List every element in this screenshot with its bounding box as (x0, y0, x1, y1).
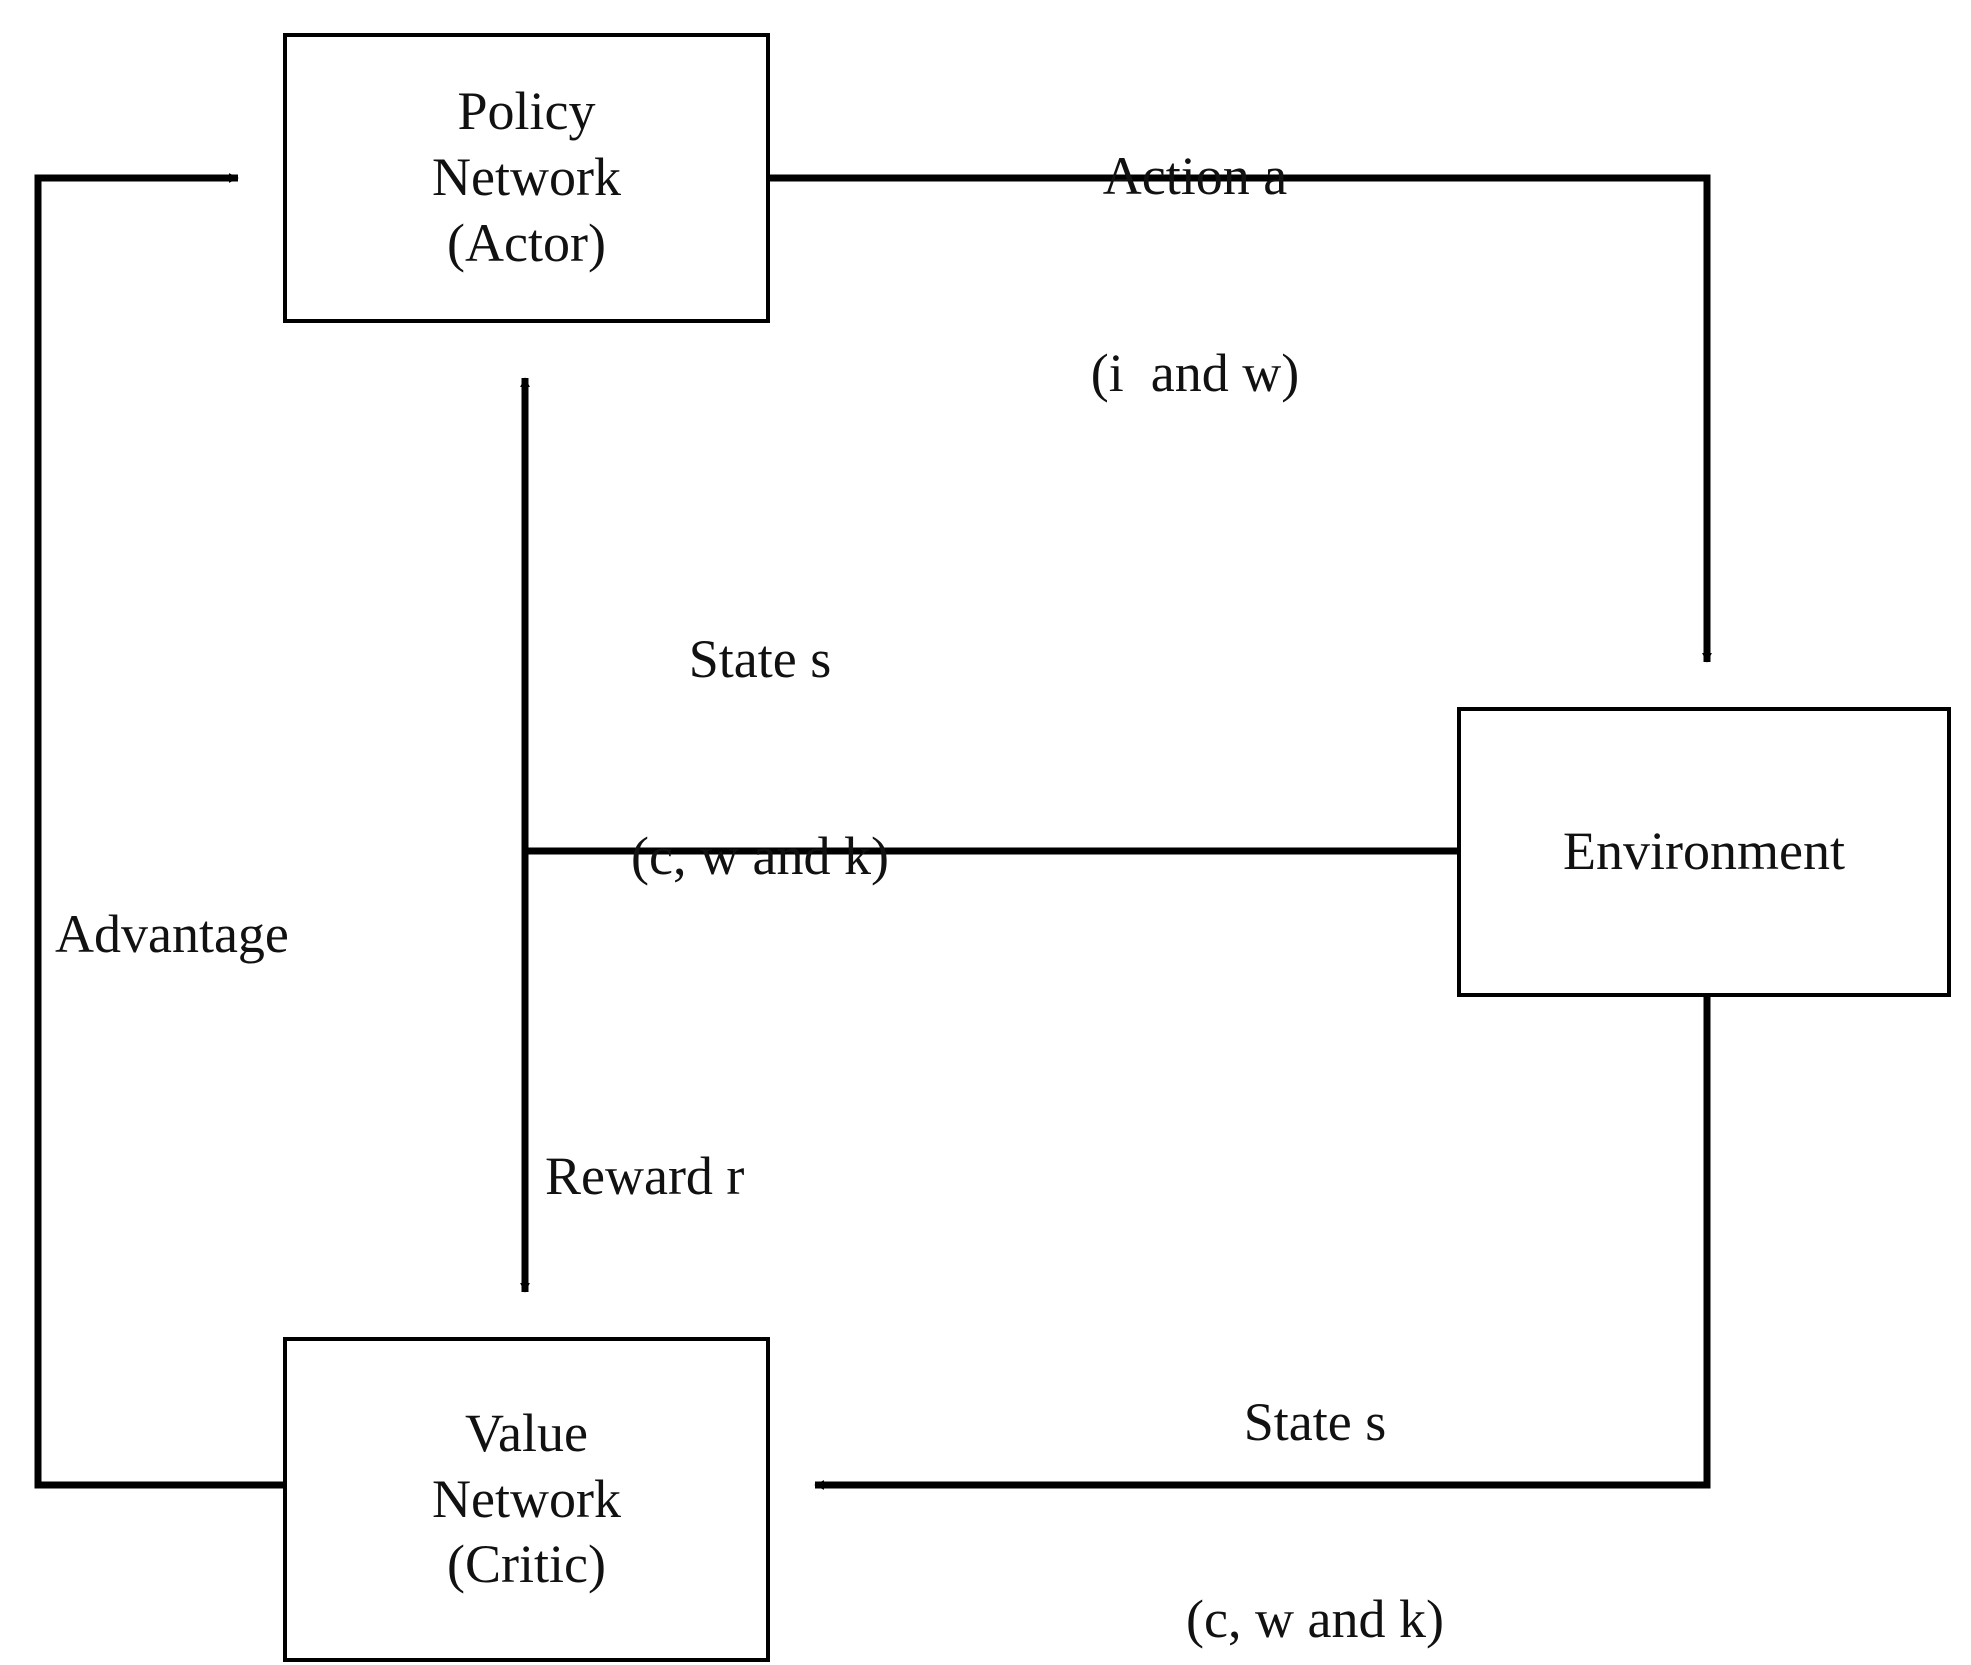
node-policy-network-line-2: Network (432, 147, 621, 208)
node-value-network-line-2: Network (432, 1468, 621, 1529)
edge-label-state-top-line-2: (c, w and k) (631, 826, 889, 887)
edge-label-state-bottom-line-1: State s (1243, 1391, 1387, 1452)
edge-label-state-bottom-line-2: (c, w and k) (1186, 1589, 1444, 1650)
node-policy-network[interactable]: Policy Network (Actor) (283, 33, 770, 323)
edge-label-reward-line-1: Reward r (545, 1145, 745, 1206)
node-value-network-line-3: (Critic) (447, 1534, 606, 1595)
edge-label-action-line-2: (i and w) (1090, 343, 1300, 404)
node-value-network-line-1: Value (465, 1402, 588, 1463)
edge-label-action: Action a (i and w) (960, 12, 1430, 539)
edge-label-state-top-line-1: State s (688, 628, 832, 689)
node-policy-network-line-3: (Actor) (447, 212, 606, 273)
edge-label-state-bottom: State s (c, w and k) (1095, 1258, 1535, 1665)
edge-environment-to-value (814, 997, 1711, 1490)
edge-policy-to-environment (770, 174, 1712, 663)
node-value-network[interactable]: Value Network (Critic) (283, 1337, 770, 1662)
edge-label-reward: Reward r (545, 1012, 875, 1341)
node-environment-line-1: Environment (1563, 821, 1845, 882)
edge-label-state-top: State s (c, w and k) (530, 495, 990, 1022)
edge-value-to-policy (34, 173, 283, 1489)
node-environment[interactable]: Environment (1457, 707, 1951, 997)
node-policy-network-line-1: Policy (457, 81, 596, 142)
edge-label-advantage-line-1: Advantage (55, 903, 289, 964)
edge-label-advantage: Advantage (55, 770, 385, 1099)
edge-label-action-line-1: Action a (1102, 145, 1288, 206)
